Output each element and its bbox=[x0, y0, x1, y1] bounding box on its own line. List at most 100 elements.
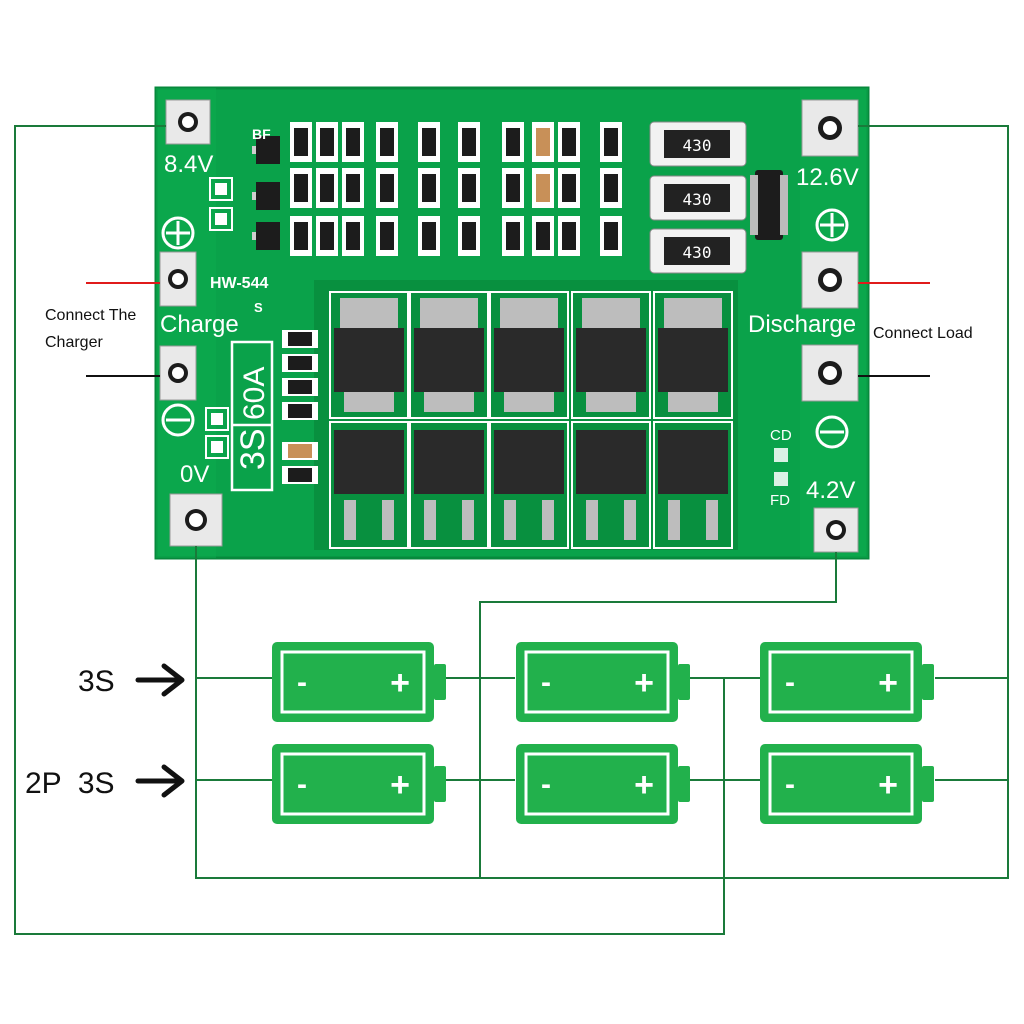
label-s: S bbox=[254, 300, 263, 315]
smd-component bbox=[290, 216, 312, 256]
battery-plus-label: + bbox=[634, 766, 654, 804]
pad-discharge-negative bbox=[801, 344, 859, 402]
smd-capacitor bbox=[209, 177, 233, 201]
smd-component bbox=[558, 168, 580, 208]
rating-box: 3S 60A bbox=[230, 340, 274, 492]
smd-component bbox=[376, 216, 398, 256]
label-bf: BF bbox=[252, 126, 271, 142]
mosfet bbox=[571, 291, 651, 419]
battery-minus-label: - bbox=[785, 666, 795, 699]
shunt-code-1: 430 bbox=[683, 136, 712, 155]
smd-component bbox=[418, 168, 440, 208]
battery-minus-label: - bbox=[297, 768, 307, 801]
battery-pack: -+-+-+-+-+-+ bbox=[272, 642, 934, 824]
battery-minus-label: - bbox=[785, 768, 795, 801]
smd-component bbox=[532, 168, 554, 208]
smd-resistor bbox=[282, 378, 318, 396]
pad-discharge-positive bbox=[801, 251, 859, 309]
connect-charger-line1: Connect The bbox=[45, 307, 136, 324]
mosfet bbox=[329, 291, 409, 419]
smd-left-column bbox=[205, 177, 318, 484]
smd-component bbox=[458, 216, 480, 256]
smd-component bbox=[502, 122, 524, 162]
mosfet bbox=[653, 421, 733, 549]
discharge-plus-icon bbox=[815, 208, 849, 242]
wiring bbox=[14, 125, 1009, 935]
arrow-right-icon bbox=[135, 764, 185, 798]
smd-component bbox=[600, 216, 622, 256]
smd-resistor bbox=[282, 354, 318, 372]
smd-component bbox=[342, 168, 364, 208]
smd-capacitor bbox=[205, 435, 229, 459]
connect-charger-line2: Charger bbox=[45, 334, 103, 351]
smd-transistor bbox=[252, 182, 280, 210]
smd-component bbox=[290, 168, 312, 208]
smd-component bbox=[418, 122, 440, 162]
rating-3s: 3S bbox=[234, 428, 272, 470]
terminal-label-0v: 0V bbox=[180, 461, 209, 488]
smd-transistor bbox=[252, 136, 280, 164]
battery-plus-label: + bbox=[878, 766, 898, 804]
shunt-resistor-3: 430 bbox=[649, 228, 747, 274]
arrow-right-icon bbox=[135, 663, 185, 697]
smd-component bbox=[376, 168, 398, 208]
smd-component bbox=[290, 122, 312, 162]
smd-capacitor bbox=[205, 407, 229, 431]
smd-resistor bbox=[282, 402, 318, 420]
battery-cell: -+ bbox=[760, 642, 934, 722]
mosfet bbox=[329, 421, 409, 549]
charger-wires bbox=[86, 282, 930, 377]
discharge-label: Discharge bbox=[748, 311, 856, 338]
battery-plus-label: + bbox=[878, 664, 898, 702]
smd-resistor bbox=[282, 442, 318, 460]
smd-component bbox=[376, 122, 398, 162]
smd-component bbox=[558, 122, 580, 162]
label-cd: CD bbox=[770, 427, 792, 444]
battery-minus-label: - bbox=[541, 666, 551, 699]
shunt-code-2: 430 bbox=[683, 190, 712, 209]
pad-0v bbox=[169, 493, 223, 547]
smd-component-grid bbox=[252, 122, 622, 256]
battery-cell: -+ bbox=[760, 744, 934, 824]
battery-plus-label: + bbox=[390, 766, 410, 804]
diode bbox=[750, 170, 788, 240]
smd-component bbox=[316, 122, 338, 162]
battery-minus-label: - bbox=[297, 666, 307, 699]
battery-cell: -+ bbox=[516, 642, 690, 722]
smd-component bbox=[600, 122, 622, 162]
smd-component bbox=[502, 216, 524, 256]
smd-resistor bbox=[282, 466, 318, 484]
smd-component bbox=[502, 168, 524, 208]
mosfet bbox=[409, 291, 489, 419]
smd-capacitor bbox=[209, 207, 233, 231]
charge-minus-icon bbox=[161, 403, 195, 437]
mosfet bbox=[489, 421, 569, 549]
smd-component bbox=[532, 122, 554, 162]
smd-component bbox=[600, 168, 622, 208]
terminal-label-8-4v: 8.4V bbox=[164, 151, 213, 178]
charge-plus-icon bbox=[161, 216, 195, 250]
mosfet-array bbox=[329, 291, 733, 549]
battery-plus-label: + bbox=[390, 664, 410, 702]
smd-component bbox=[458, 168, 480, 208]
smd-component bbox=[316, 216, 338, 256]
battery-plus-label: + bbox=[634, 664, 654, 702]
board-model: HW-544 bbox=[210, 275, 268, 292]
battery-cell: -+ bbox=[516, 744, 690, 824]
smd-component bbox=[532, 216, 554, 256]
smd-component bbox=[458, 122, 480, 162]
row-label-2p3s: 2P 3S bbox=[25, 767, 115, 800]
mosfet bbox=[653, 291, 733, 419]
smd-resistor bbox=[282, 330, 318, 348]
shunt-code-3: 430 bbox=[683, 243, 712, 262]
rating-60a: 60A bbox=[238, 367, 271, 420]
smd-component bbox=[418, 216, 440, 256]
pad-4-2v bbox=[813, 507, 859, 553]
smd-component bbox=[342, 216, 364, 256]
pad-charge-positive bbox=[159, 251, 197, 307]
pad-8-4v bbox=[165, 99, 211, 145]
mosfet bbox=[409, 421, 489, 549]
battery-minus-label: - bbox=[541, 768, 551, 801]
mosfet bbox=[571, 421, 651, 549]
